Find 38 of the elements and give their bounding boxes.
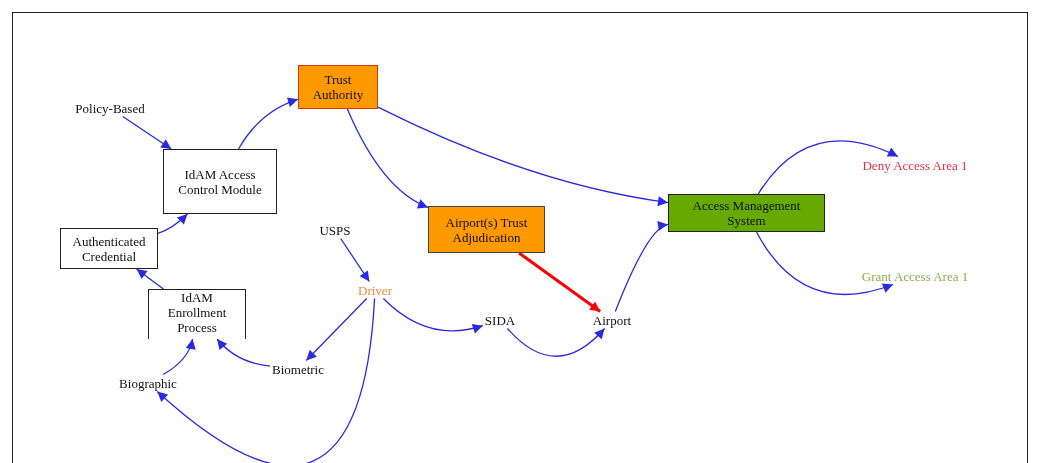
arrow [340, 237, 370, 283]
process-box [298, 65, 378, 109]
arrow [156, 297, 376, 463]
box-label: Access Management System [691, 198, 802, 228]
arrow [305, 297, 368, 362]
arrow [382, 297, 484, 334]
arrow [346, 108, 429, 209]
node-label: Airport [590, 311, 634, 329]
arrow [518, 251, 602, 313]
arrow [135, 268, 165, 290]
process-box [163, 149, 277, 214]
box-label: IdAM Access Control Module [177, 166, 263, 197]
arrow [216, 338, 271, 367]
box-label: Airport(s) Trust Adjudication [444, 214, 529, 245]
arrow [122, 115, 172, 150]
node-label: USPS [317, 221, 353, 239]
node-label: SIDA [482, 311, 518, 329]
node-label: Policy-Based [73, 99, 147, 117]
arrow [755, 231, 894, 295]
node-label: Deny Access Area 1 [860, 156, 970, 174]
process-box [668, 194, 825, 232]
arrow [162, 338, 196, 376]
node-label: Biographic [117, 374, 179, 392]
arrow [614, 222, 669, 313]
process-box [60, 228, 158, 269]
box-label: Authenticated Credential [71, 233, 147, 264]
node-label: Driver [356, 281, 394, 299]
arrow [237, 97, 299, 150]
arrow [157, 213, 189, 234]
process-box [148, 289, 246, 339]
arrow [757, 140, 899, 195]
arrow [377, 106, 669, 206]
box-label: IdAM Enrollment Process [166, 290, 228, 335]
arrow [506, 327, 606, 357]
node-label: Grant Access Area 1 [859, 267, 971, 285]
node-label: Biometric [270, 360, 326, 378]
process-box [428, 206, 545, 253]
box-label: Trust Authority [311, 72, 365, 102]
